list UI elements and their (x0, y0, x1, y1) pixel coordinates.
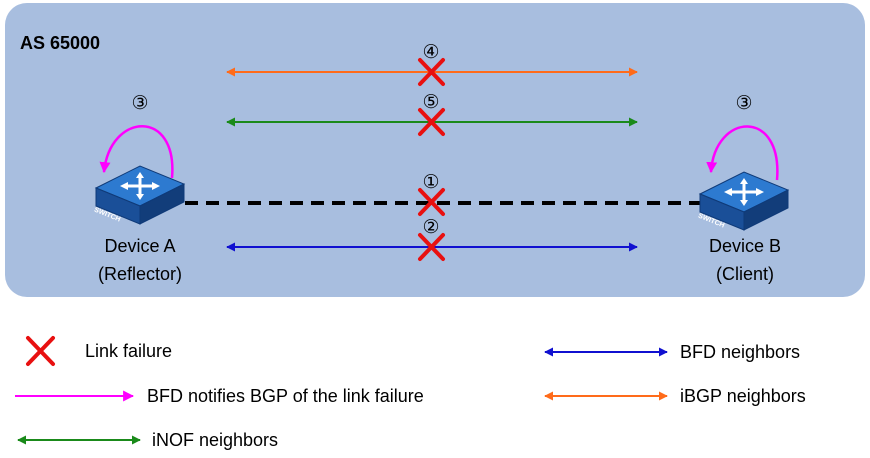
legend-failure-icon (26, 336, 55, 366)
step-1-label: ① (422, 171, 439, 193)
legend-inof-label: iNOF neighbors (152, 430, 278, 450)
as-region (5, 3, 865, 297)
failure-mark-bfd (418, 233, 445, 261)
device-a-name: Device A (104, 236, 175, 256)
legend-bfd-neighbors-label: BFD neighbors (680, 342, 800, 362)
legend-link-failure-label: Link failure (85, 341, 172, 361)
step-4-label: ④ (422, 41, 439, 63)
device-a-role: (Reflector) (98, 264, 182, 284)
device-b-name: Device B (709, 236, 781, 256)
step-3-label-a: ③ (131, 92, 148, 114)
device-b-role: (Client) (716, 264, 774, 284)
failure-mark-ibgp (418, 58, 445, 86)
failure-mark-inof (418, 108, 445, 136)
step-3-label-b: ③ (735, 92, 752, 114)
legend-bfd-notify-label: BFD notifies BGP of the link failure (147, 386, 424, 406)
bfd-notify-arrow-b (706, 125, 779, 181)
failure-mark-link (418, 188, 445, 216)
bfd-notify-arrow-a (99, 125, 174, 179)
as-label: AS 65000 (20, 33, 100, 53)
step-2-label: ② (422, 216, 439, 238)
legend-ibgp-neighbors-label: iBGP neighbors (680, 386, 806, 406)
step-5-label: ⑤ (422, 91, 439, 113)
legend: Link failure BFD notifies BGP of the lin… (15, 336, 806, 450)
